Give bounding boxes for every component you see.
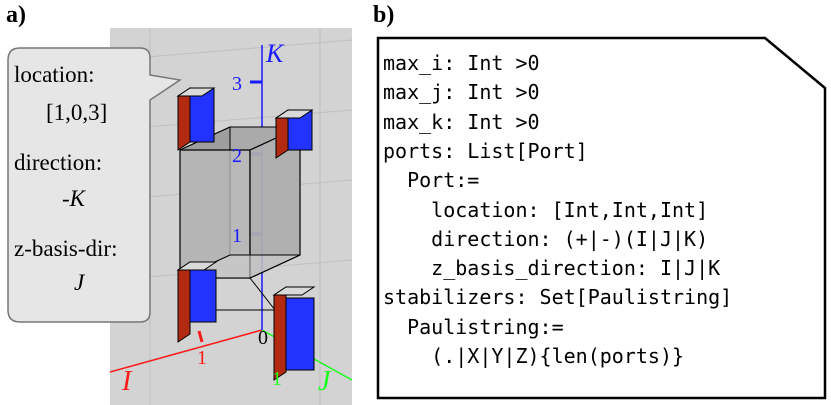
callout-bubble — [7, 47, 182, 323]
callout-location-value: [1,0,3] — [46, 100, 107, 125]
code-line: max_j: Int >0 — [383, 80, 540, 105]
panel-a-label: a) — [6, 2, 26, 28]
code-line: max_k: Int >0 — [383, 109, 540, 134]
port-bottom-right — [272, 286, 316, 381]
callout-zbasis-value: J — [74, 270, 86, 295]
code-line: direction: (+|-)(I|J|K) — [383, 226, 709, 251]
callout-direction-value: -K — [62, 186, 87, 211]
port-bottom-left — [176, 261, 218, 343]
callout-zbasis-label: z-basis-dir: — [14, 236, 117, 261]
port-top-right — [274, 109, 314, 159]
code-line: stabilizers: Set[Paulistring] — [383, 285, 733, 310]
i-tick-mark — [197, 330, 204, 343]
code-line: Paulistring:= — [383, 314, 564, 339]
code-line: ports: List[Port] — [383, 138, 588, 163]
k-tick-label-3: 3 — [232, 73, 242, 95]
callout-location-label: location: — [14, 62, 94, 87]
code-line: (.|X|Y|Z){len(ports)} — [383, 344, 685, 368]
port-top-left — [176, 87, 216, 151]
pipe-diagram: K 3 2 1 0 1 I 1 J location: [1,0,3] dire… — [7, 28, 353, 405]
code-box — [376, 36, 827, 400]
i-tick-label: 1 — [197, 347, 207, 369]
code-line: location: [Int,Int,Int] — [383, 197, 709, 222]
panel-b-label: b) — [373, 2, 395, 28]
k-axis-label: K — [265, 39, 285, 68]
i-axis — [109, 329, 263, 373]
code-line: z_basis_direction: I|J|K — [383, 256, 721, 281]
j-tick-label: 1 — [272, 368, 282, 390]
k-tick-label-1: 1 — [232, 225, 242, 247]
j-axis-label: J — [318, 366, 332, 397]
callout-direction-label: direction: — [14, 150, 102, 175]
i-axis-label: I — [121, 366, 133, 397]
code-line: Port:= — [383, 168, 480, 193]
cube — [179, 126, 301, 311]
k-tick-label-2: 2 — [232, 145, 242, 167]
code-line: max_i: Int >0 — [383, 51, 540, 75]
origin-label: 0 — [258, 327, 268, 349]
